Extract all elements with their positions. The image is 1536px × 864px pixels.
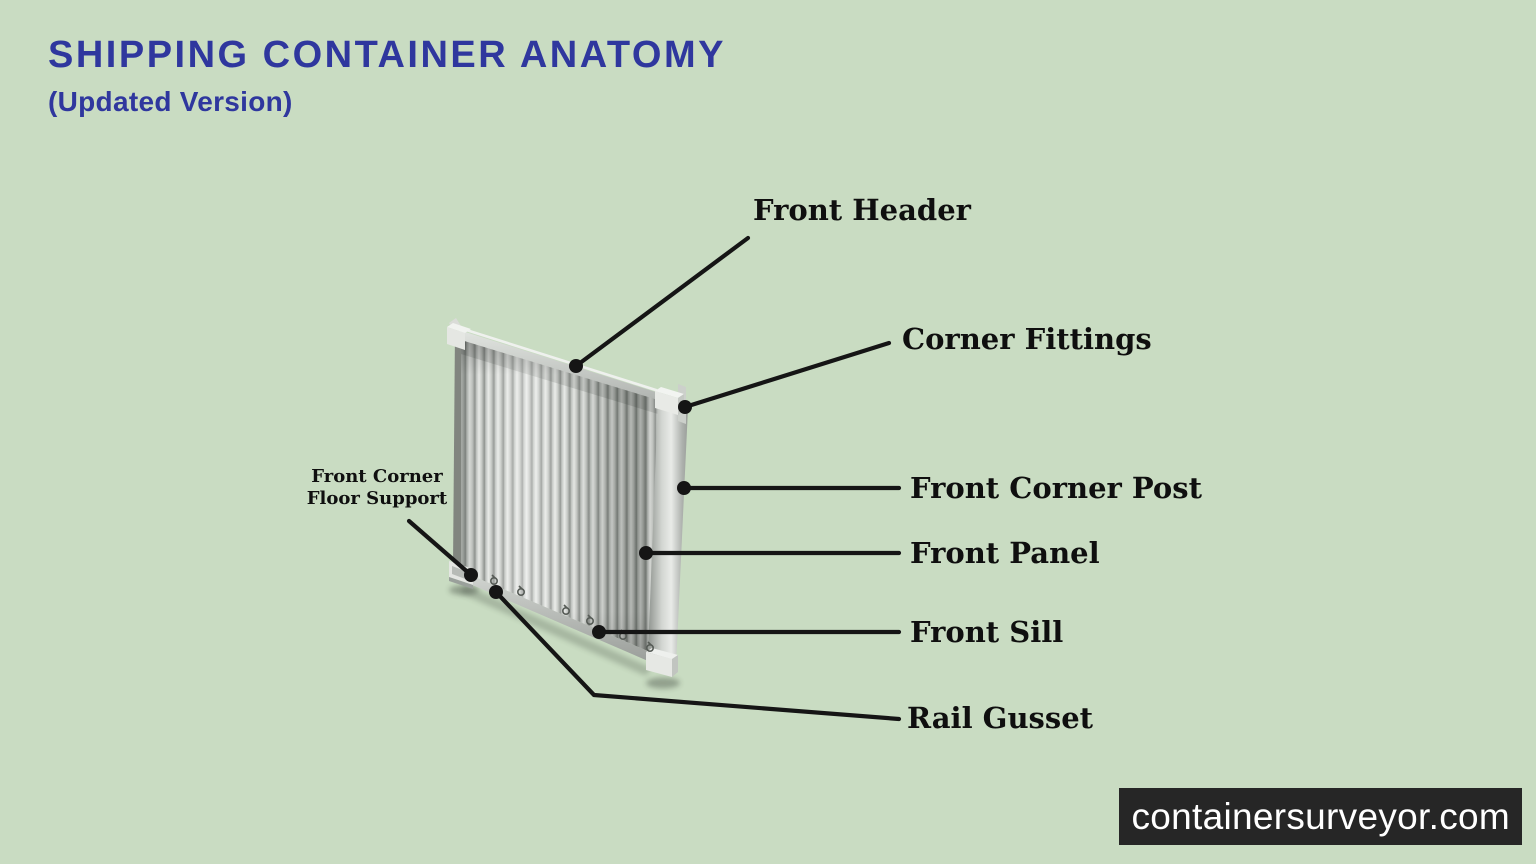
label-front-corner-floor-support: Front Corner Floor Support — [302, 466, 452, 510]
leader-line-floor-support — [406, 518, 474, 578]
leader-line-front-header — [573, 235, 751, 369]
front-corner-post-face — [648, 399, 688, 666]
sill-shadow — [460, 585, 652, 676]
leader-dot-front-sill — [592, 625, 606, 639]
front-sill-rail — [461, 571, 655, 664]
corner-fitting-top-left — [447, 318, 471, 350]
label-front-corner-post: Front Corner Post — [910, 471, 1202, 505]
leader-dot-front-panel — [639, 546, 653, 560]
leader-dot-front-header — [569, 359, 583, 373]
front-header-top-face — [458, 326, 661, 393]
label-front-sill: Front Sill — [910, 615, 1064, 649]
page-title: SHIPPING CONTAINER ANATOMY — [48, 34, 726, 76]
container-illustration — [447, 318, 688, 689]
watermark-badge: containersurveyor.com — [1119, 788, 1522, 845]
corner-fitting-bottom-right — [646, 648, 678, 677]
label-front-corner-floor-support-line1: Front Corner — [311, 466, 443, 487]
leader-line-rail-gusset — [493, 589, 902, 722]
page-subtitle: (Updated Version) — [48, 86, 293, 117]
label-front-panel: Front Panel — [910, 536, 1100, 570]
leader-dots — [464, 359, 692, 639]
corner-fitting-shadow — [646, 677, 680, 689]
label-corner-fittings: Corner Fittings — [902, 322, 1152, 356]
leader-dot-floor-support — [464, 568, 478, 582]
label-front-corner-floor-support-line2: Floor Support — [306, 488, 448, 509]
leader-lines — [406, 235, 902, 722]
left-edge — [453, 330, 463, 572]
lashing-hooks — [489, 574, 654, 652]
label-rail-gusset: Rail Gusset — [907, 701, 1094, 735]
leader-dot-front-corner-post — [677, 481, 691, 495]
leader-dot-rail-gusset — [489, 585, 503, 599]
leader-line-corner-fittings — [682, 340, 892, 410]
front-panel-lighting-vertical — [461, 340, 658, 652]
label-front-header: Front Header — [753, 193, 971, 227]
leader-dot-corner-fittings — [678, 400, 692, 414]
